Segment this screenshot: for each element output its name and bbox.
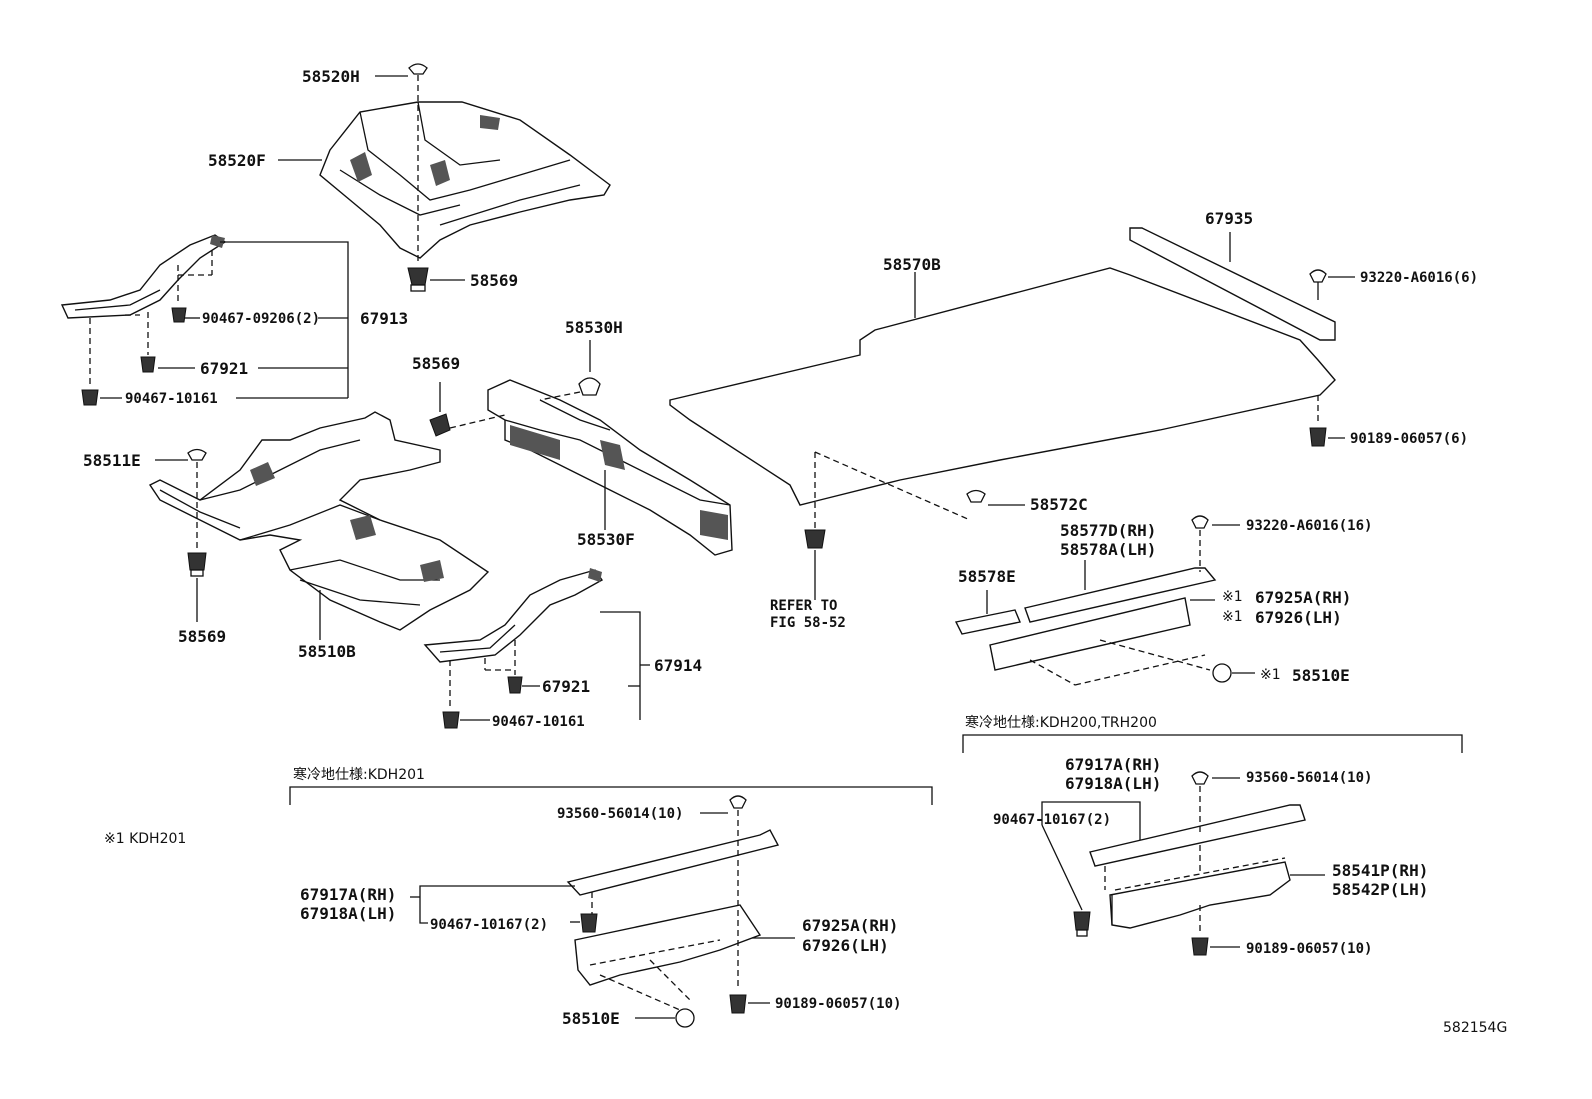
cold-spec-kdh200-title: 寒冷地仕様:KDH200,TRH200	[965, 714, 1157, 731]
cold-spec-kdh201-title: 寒冷地仕様:KDH201	[293, 766, 425, 783]
label-93560-l: 93560-56014(10)	[557, 806, 683, 822]
label-58530H: 58530H	[565, 318, 623, 337]
clips-67913	[81, 307, 187, 406]
label-90467-10167-r: 90467-10167(2)	[993, 812, 1111, 828]
label-90189-10-l: 90189-06057(10)	[775, 996, 901, 1012]
label-93560-r: 93560-56014(10)	[1246, 770, 1372, 786]
part-67917A-rail-l	[566, 829, 780, 915]
label-58577D: 58577D(RH)	[1060, 521, 1156, 540]
label-67917A-l: 67917A(RH)	[300, 885, 396, 904]
screw-93220-16	[1191, 515, 1240, 572]
part-58530F-tunnel	[487, 379, 733, 556]
part-67917A-rail-r	[1089, 804, 1306, 890]
part-67914-step	[423, 568, 604, 710]
label-58569-mid: 58569	[412, 354, 460, 373]
label-58520H: 58520H	[302, 67, 360, 86]
clip-58569-mid	[429, 382, 506, 437]
label-93220-A6016-16: 93220-A6016(16)	[1246, 518, 1372, 534]
clip-90189-10-r	[1191, 905, 1240, 956]
label-58510B: 58510B	[298, 642, 356, 661]
label-58569-top: 58569	[470, 271, 518, 290]
label-58541P: 58541P(RH)	[1332, 861, 1428, 880]
label-67921-b: 67921	[542, 677, 590, 696]
clip-58510E-r	[1212, 663, 1255, 683]
mark-1-b: ※1	[1222, 609, 1243, 625]
label-refer-fig: FIG 58-52	[770, 615, 846, 631]
label-90189-06057-6: 90189-06057(6)	[1350, 431, 1468, 447]
figure-id: 582154G	[1443, 1020, 1507, 1036]
label-67925A-rh-r: 67925A(RH)	[1255, 588, 1351, 607]
mark-1-a: ※1	[1222, 589, 1243, 605]
label-58511E: 58511E	[83, 451, 141, 470]
label-90467-10161-a: 90467-10161	[125, 391, 218, 407]
label-58542P: 58542P(LH)	[1332, 880, 1428, 899]
label-67926-lh-r: 67926(LH)	[1255, 608, 1342, 627]
part-67925A-cover-r	[989, 597, 1211, 686]
label-58569-low: 58569	[178, 627, 226, 646]
clip-58530H	[539, 340, 601, 401]
clip-58511E	[187, 448, 207, 550]
clip-58572C	[966, 489, 1025, 506]
part-58510B-floor-panel	[148, 411, 490, 631]
label-90189-10-r: 90189-06057(10)	[1246, 941, 1372, 957]
label-58510E-r: 58510E	[1292, 666, 1350, 685]
part-58541P-cover	[1109, 857, 1291, 929]
screw-93560-l	[729, 795, 747, 990]
screw-93560-r	[1191, 771, 1240, 832]
clip-90189-10-l	[729, 994, 770, 1014]
clip-58569-top	[407, 267, 429, 292]
part-67925A-cover-l	[574, 904, 762, 1011]
clip-58510E-l	[635, 1008, 695, 1028]
label-90467-09206: 90467-09206(2)	[202, 311, 320, 327]
part-67935-rail	[1129, 227, 1336, 341]
clip-90467-10167-r	[1041, 801, 1141, 937]
label-90467-10167-l: 90467-10167(2)	[430, 917, 548, 933]
label-67917A-r: 67917A(RH)	[1065, 755, 1161, 774]
clip-90467-10167-l	[580, 913, 598, 933]
part-58578E-rail	[954, 590, 1021, 635]
label-58520F: 58520F	[208, 151, 266, 170]
mark-1-c: ※1	[1260, 667, 1281, 683]
label-93220-A6016-6: 93220-A6016(6)	[1360, 270, 1478, 286]
label-58510E-l: 58510E	[562, 1009, 620, 1028]
label-58578E: 58578E	[958, 567, 1016, 586]
label-67935: 67935	[1205, 209, 1253, 228]
clip-refer	[804, 529, 826, 600]
clip-90189-6	[1309, 395, 1345, 447]
footnote-kdh201: ※1 KDH201	[104, 831, 186, 847]
label-90467-10161-b: 90467-10161	[492, 714, 585, 730]
part-58520F-floor-cover	[319, 101, 611, 259]
clip-58569-low	[187, 552, 207, 622]
label-67914: 67914	[654, 656, 702, 675]
label-67918A-l: 67918A(LH)	[300, 904, 396, 923]
label-67926-lh-l: 67926(LH)	[802, 936, 889, 955]
label-refer-to: REFER TO	[770, 598, 837, 614]
label-67913: 67913	[360, 309, 408, 328]
label-67921-a: 67921	[200, 359, 248, 378]
label-58572C: 58572C	[1030, 495, 1088, 514]
clips-67914	[442, 676, 523, 729]
label-58578A: 58578A(LH)	[1060, 540, 1156, 559]
part-67913-step	[60, 234, 227, 388]
clip-58520H	[408, 63, 428, 262]
screw-93220-6	[1309, 269, 1355, 300]
part-58570B-floor-sheet	[669, 267, 1336, 528]
label-67925A-rh-l: 67925A(RH)	[802, 916, 898, 935]
label-58530F: 58530F	[577, 530, 635, 549]
label-58570B: 58570B	[883, 255, 941, 274]
part-58577D-rail	[1024, 560, 1217, 623]
label-67918A-r: 67918A(LH)	[1065, 774, 1161, 793]
